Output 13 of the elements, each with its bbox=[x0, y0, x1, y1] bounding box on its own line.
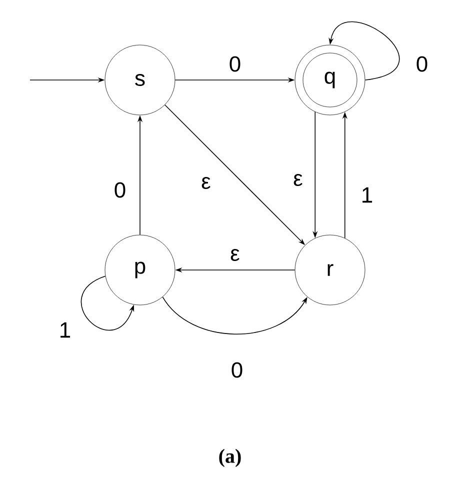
edge-label: 0 bbox=[228, 55, 242, 73]
edge-label: 1 bbox=[360, 186, 374, 204]
arrow bbox=[81, 276, 134, 330]
edge-label: ε bbox=[229, 248, 241, 262]
edge-label: 0 bbox=[112, 181, 128, 199]
edge-label: ε bbox=[200, 176, 212, 190]
edge-label: 1 bbox=[58, 321, 72, 339]
edge-label: 0 bbox=[230, 361, 244, 379]
arrow bbox=[328, 21, 400, 80]
arrow bbox=[162, 296, 308, 334]
caption: (a) bbox=[219, 448, 241, 468]
edge-label: ε bbox=[292, 172, 304, 188]
edge-label: 0 bbox=[414, 55, 430, 73]
